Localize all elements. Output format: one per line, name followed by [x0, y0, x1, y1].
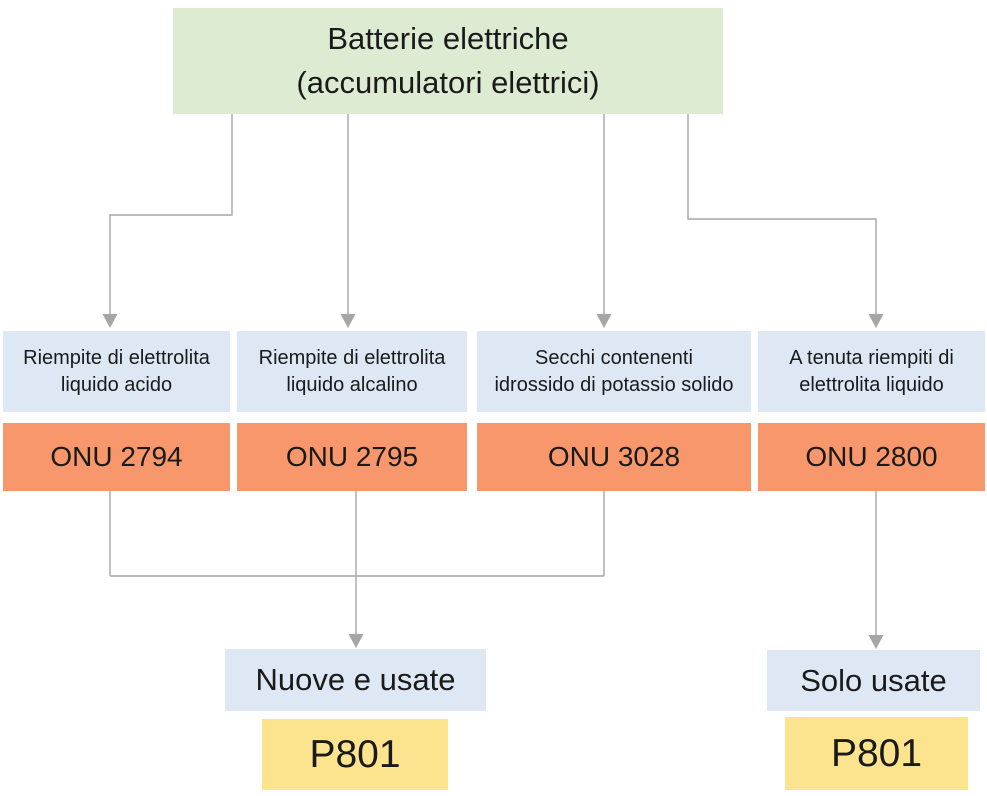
onu-node-3028: ONU 3028 [477, 423, 751, 491]
category-label-line2: liquido acido [60, 373, 173, 396]
onu-node-2794: ONU 2794 [3, 423, 230, 491]
outcome-node-used-only: Solo usate [767, 650, 980, 711]
category-label-line2: idrossido di potassio solido [494, 373, 734, 396]
connector-root-to-acid [109, 114, 233, 314]
arrow-down-icon [348, 634, 364, 648]
arrow-down-icon [868, 314, 884, 328]
outcome-node-new-and-used: Nuove e usate [225, 649, 486, 711]
onu-code-label: ONU 2794 [50, 441, 183, 472]
onu-code-label: ONU 2800 [805, 441, 938, 472]
category-node-acid: Riempite di elettrolita liquido acido [3, 331, 230, 412]
category-label-line2: elettrolita liquido [799, 373, 944, 396]
packing-label: P801 [309, 732, 401, 776]
category-node-dry-potassium: Secchi contenenti idrossido di potassio … [477, 331, 751, 412]
arrow-down-icon [868, 635, 884, 649]
category-label-line1: Secchi contenenti [535, 346, 693, 369]
category-node-alkaline: Riempite di elettrolita liquido alcalino [237, 331, 467, 412]
arrow-down-icon [102, 314, 118, 328]
onu-node-2800: ONU 2800 [758, 423, 985, 491]
outcome-label: Solo usate [800, 662, 947, 698]
category-label-line1: A tenuta riempiti di [789, 346, 954, 369]
packing-node-p801-left: P801 [262, 719, 448, 790]
onu-code-label: ONU 3028 [547, 441, 681, 472]
outcome-label: Nuove e usate [255, 662, 456, 697]
arrow-down-icon [340, 314, 356, 328]
arrow-down-icon [596, 314, 612, 328]
category-label-line1: Riempite di elettrolita [258, 346, 446, 369]
connector-root-to-sealed [687, 114, 877, 314]
category-node-sealed: A tenuta riempiti di elettrolita liquido [758, 331, 985, 412]
onu-code-label: ONU 2795 [285, 441, 419, 472]
category-label-line2: liquido alcalino [286, 373, 418, 396]
packing-node-p801-right: P801 [785, 717, 968, 790]
onu-node-2795: ONU 2795 [237, 423, 467, 491]
root-title-line1: Batterie elettriche [327, 20, 569, 56]
packing-label: P801 [830, 731, 923, 775]
category-label-line1: Riempite di elettrolita [23, 346, 210, 369]
root-node-batterie-elettriche: Batterie elettriche (accumulatori elettr… [173, 8, 723, 114]
root-title-line2: (accumulatori elettrici) [296, 65, 600, 100]
